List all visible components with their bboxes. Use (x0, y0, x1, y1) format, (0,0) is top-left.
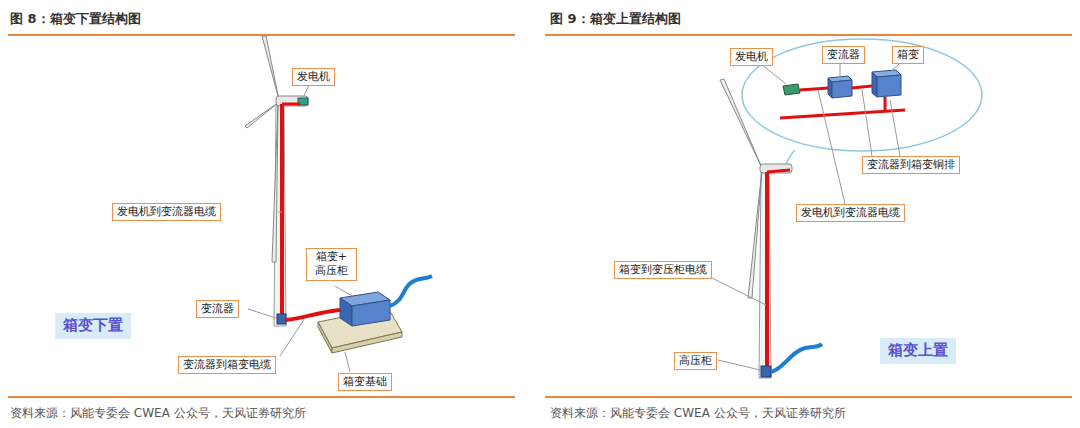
callout-text: 箱变上置 (888, 341, 948, 361)
callout-box: 变流器到箱变铜排 (862, 156, 960, 174)
title-rule (545, 34, 1072, 36)
callout-box: 变流器 (196, 300, 239, 318)
callout-text: 变流器到箱变电缆 (183, 358, 271, 372)
callout-text: 变流器到箱变铜排 (867, 158, 955, 172)
source-note: 资料来源：风能专委会 CWEA 公众号，天风证券研究所 (10, 405, 306, 422)
callout-box: 箱变+ 高压柜 (306, 248, 357, 281)
callout-text: 高压柜 (679, 354, 712, 368)
callout-box: 发电机到变流器电缆 (796, 204, 905, 222)
callout-text: 箱变下置 (63, 316, 123, 336)
callout-box: 箱变 (892, 46, 924, 64)
callout-text: 发电机 (297, 70, 330, 84)
callout-text: 箱变基础 (343, 375, 387, 389)
callout-text: 箱变到变压柜电缆 (619, 263, 707, 277)
callout-text: 变流器 (201, 302, 234, 316)
callout-box: 发电机 (730, 48, 773, 66)
callout-text: 发电机到变流器电缆 (117, 205, 216, 219)
callout-text: 箱变 (897, 48, 919, 62)
callout-box: 箱变基础 (338, 373, 392, 391)
turbine-right (700, 39, 982, 378)
footer-rule (545, 396, 1072, 398)
callout-text: 箱变+ 高压柜 (311, 250, 352, 279)
source-note: 资料来源：风能专委会 CWEA 公众号，天风证券研究所 (550, 405, 846, 422)
figure-title: 图 8：箱变下置结构图 (10, 10, 141, 28)
footer-rule (8, 396, 515, 398)
figure-title: 图 9：箱变上置结构图 (550, 10, 681, 28)
callout-text: 发电机 (735, 50, 768, 64)
callout-box: 变流器到箱变电缆 (178, 356, 276, 374)
turbine-left (245, 36, 432, 372)
callout-box: 发电机到变流器电缆 (112, 203, 221, 221)
callout-box: 高压柜 (674, 352, 717, 370)
callout-box: 发电机 (292, 68, 335, 86)
callout-box: 箱变到变压柜电缆 (614, 261, 712, 279)
caption-band: 箱变上置 (880, 338, 956, 364)
caption-band: 箱变下置 (55, 313, 131, 339)
callout-text: 变流器 (827, 48, 860, 62)
callout-text: 发电机到变流器电缆 (801, 206, 900, 220)
callout-box: 变流器 (822, 46, 865, 64)
